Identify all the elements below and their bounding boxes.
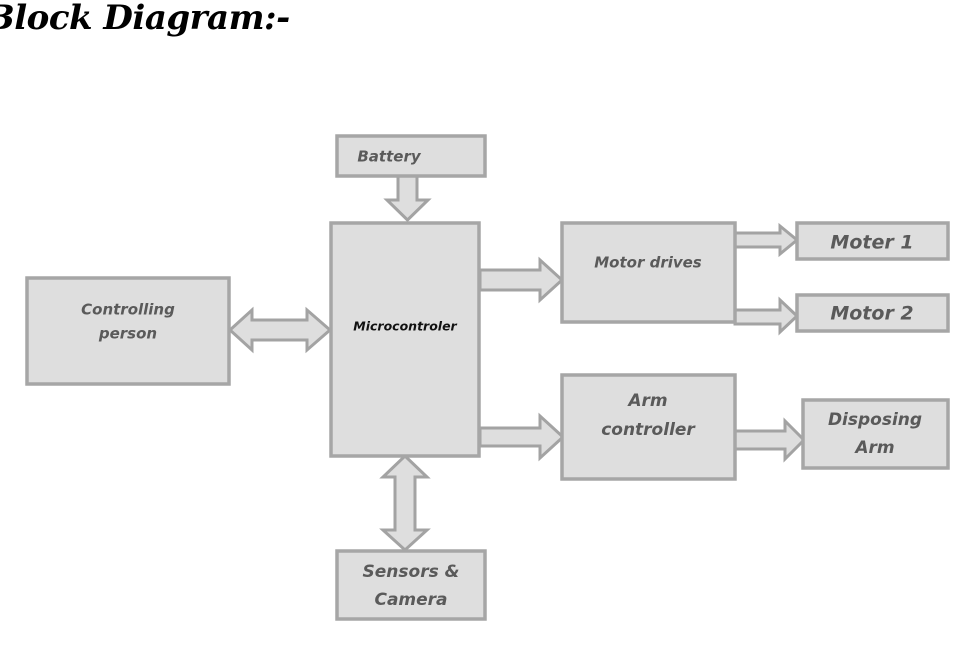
label-motor2: Motor 2: [830, 303, 913, 325]
block-motor1: [795, 221, 950, 261]
diagram-title: Block Diagram:-: [0, 0, 290, 38]
label-motor-drives: Motor drives: [594, 254, 702, 272]
arrow-microcontroller-sensors: [379, 453, 431, 553]
block-battery: [335, 134, 487, 178]
block-motor2: [795, 293, 950, 333]
label-disposing-arm-line2: Arm: [853, 438, 894, 458]
arrow-arm-controller-to-disposing-arm: [733, 417, 807, 463]
label-arm-controller-line2: controller: [601, 420, 696, 440]
block-arm-controller: [560, 373, 737, 481]
label-motor1: Moter 1: [830, 232, 913, 254]
label-microcontroller: Microcontroler: [353, 319, 457, 334]
arrow-microcontroller-to-arm-controller: [478, 412, 566, 462]
block-controlling-person: [25, 276, 231, 386]
block-sensors-camera: [335, 549, 487, 621]
arrow-person-microcontroller: [227, 306, 333, 354]
block-microcontroller: [329, 221, 481, 458]
label-sensors-camera-line2: Camera: [374, 590, 447, 610]
block-motor-drives: [560, 221, 737, 324]
arrow-battery-to-microcontroller: [383, 174, 432, 223]
label-disposing-arm-line1: Disposing: [828, 410, 922, 430]
arrow-motor-drives-to-motor2: [733, 296, 800, 336]
label-arm-controller-line1: Arm: [626, 391, 667, 411]
label-battery: Battery: [357, 148, 421, 166]
label-controlling-person-line1: Controlling: [81, 301, 175, 319]
arrow-microcontroller-to-motor-drives: [478, 256, 565, 304]
arrow-motor-drives-to-motor1: [733, 222, 800, 258]
block-disposing-arm: [801, 398, 950, 470]
label-controlling-person-line2: person: [98, 325, 157, 343]
label-sensors-camera-line1: Sensors &: [363, 562, 460, 582]
